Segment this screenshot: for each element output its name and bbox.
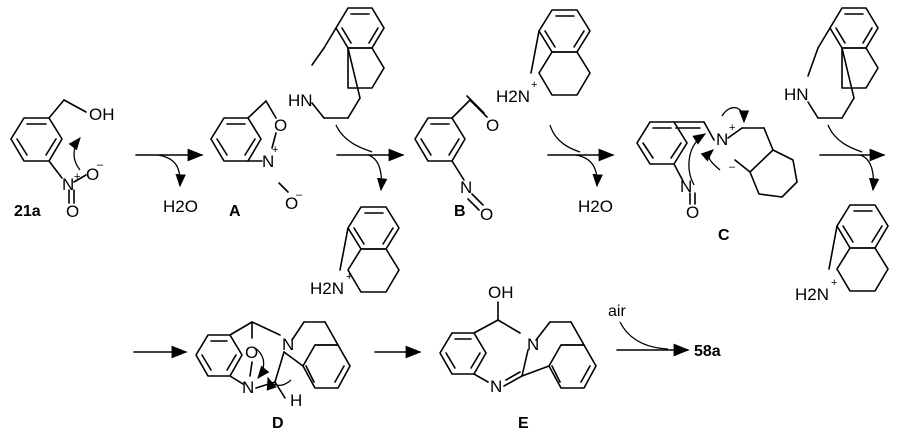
label-d: D: [272, 415, 284, 431]
c-minus: –: [729, 161, 736, 173]
compound-21a: OH N + O – O 21a: [10, 99, 115, 221]
a-n-label: N: [262, 152, 274, 171]
arrow-step-1: H2O: [135, 148, 204, 216]
thiq-reagent-2: HN: [784, 7, 879, 119]
label-e: E: [518, 415, 529, 431]
thiq3-plus: +: [831, 277, 837, 289]
b-o-label: O: [486, 116, 499, 135]
compound-c: N + – N O C: [636, 107, 798, 244]
thiq3-h2n: H2N: [795, 285, 829, 304]
water-2: H2O: [578, 197, 613, 216]
compound-e: OH N N E: [439, 283, 597, 431]
nitro-o2-label: O: [66, 202, 79, 221]
a-o2-label: O: [285, 194, 298, 213]
arrow-step-7: air: [608, 303, 690, 357]
c-plus: +: [729, 122, 735, 134]
compound-a: O N + O – A: [210, 100, 303, 220]
arrow-step-2: [335, 124, 405, 192]
thiq2-h2n: H2N: [496, 87, 530, 106]
water-1: H2O: [163, 197, 198, 216]
thiq-ammonium-2: H2N +: [496, 9, 591, 106]
thiq2-plus: +: [531, 79, 537, 91]
d-n2-label: N: [242, 378, 254, 397]
a-plus: +: [272, 144, 278, 156]
thiq1-plus: +: [346, 271, 352, 283]
d-h-label: H: [290, 391, 302, 410]
nitro-minus: –: [97, 159, 104, 171]
compound-b: O N O B: [414, 95, 499, 224]
label-58a: 58a: [694, 343, 721, 360]
e-oh-label: OH: [488, 283, 514, 302]
thiq1-h2n: H2N: [310, 279, 344, 298]
reagent-air: air: [608, 303, 626, 320]
hydroxyl-label: OH: [89, 105, 115, 124]
thiq-reagent-1: HN: [288, 7, 385, 119]
nitro-n-label: N: [62, 175, 74, 194]
nitro-plus: +: [74, 171, 80, 183]
arrow-step-3: H2O: [547, 124, 615, 216]
label-b: B: [454, 203, 466, 220]
d-o-label: O: [245, 343, 258, 362]
e-n-label: N: [527, 335, 539, 354]
a-minus: –: [296, 189, 303, 201]
nitro-o-label: O: [86, 165, 99, 184]
thiq-ammonium-1: H2N +: [310, 206, 400, 298]
c-o-label: O: [686, 203, 699, 222]
label-21a: 21a: [14, 203, 41, 220]
label-c: C: [718, 227, 730, 244]
e-n2-label: N: [490, 377, 502, 396]
compound-d: O N N H D: [195, 321, 351, 431]
arrow-step-4: [819, 124, 886, 192]
thiq1-hn: HN: [288, 91, 313, 110]
thiq2-hn: HN: [784, 85, 809, 104]
thiq-ammonium-3: H2N +: [795, 204, 889, 304]
c-n2-label: N: [680, 177, 692, 196]
b-o2-label: O: [480, 205, 493, 224]
c-n-label: N: [716, 130, 728, 149]
b-n-label: N: [460, 178, 472, 197]
d-n-label: N: [282, 335, 294, 354]
a-o-label: O: [274, 116, 287, 135]
label-a: A: [229, 203, 241, 220]
